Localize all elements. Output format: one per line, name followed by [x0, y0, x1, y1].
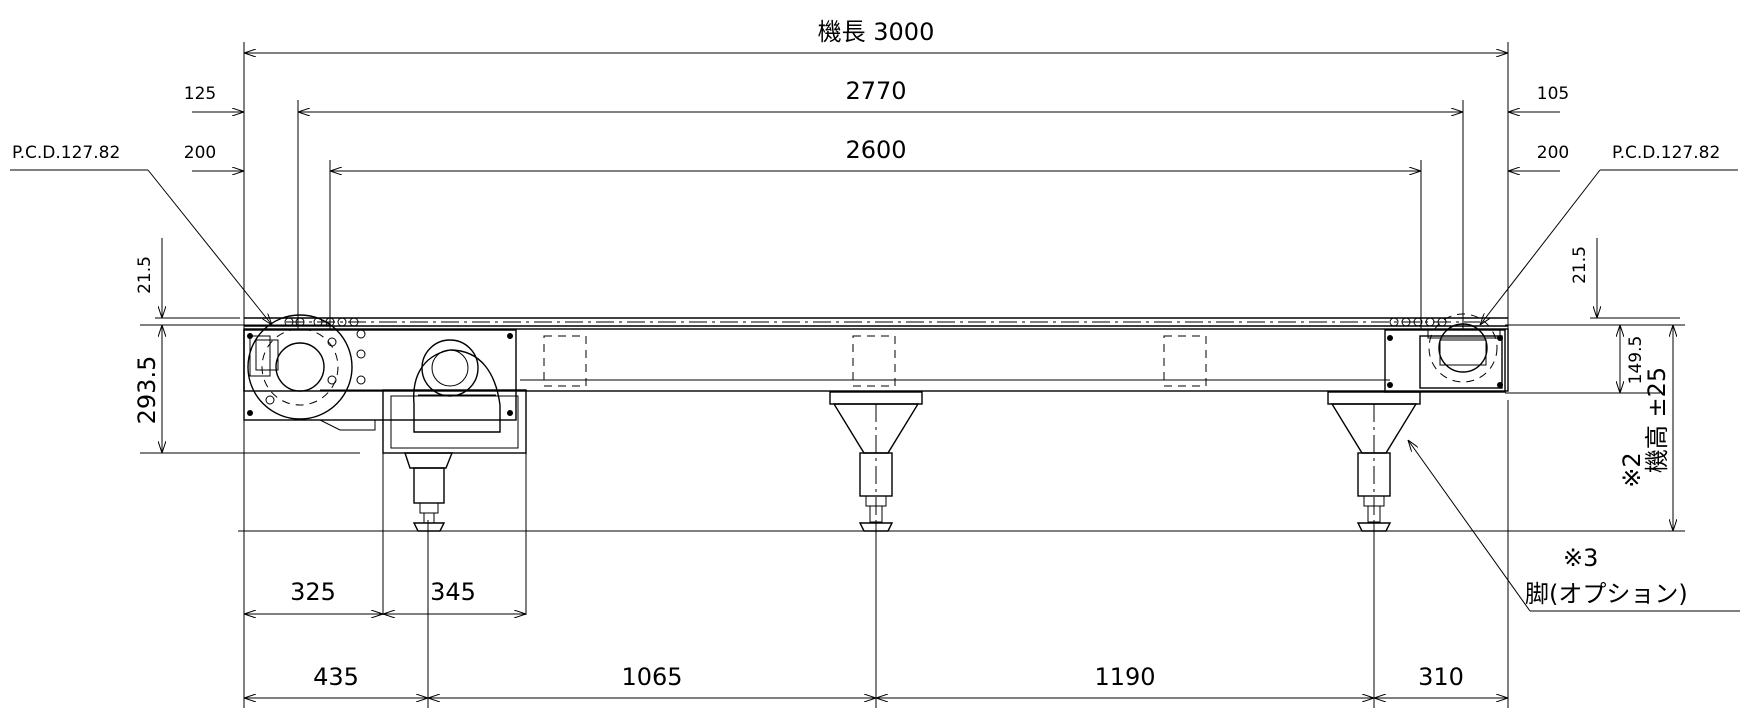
bottom-435-label: 435	[313, 663, 359, 691]
dimension-lines	[155, 53, 1680, 698]
right-21-5-label: 21.5	[1570, 246, 1590, 284]
height-293-5-label: 293.5	[133, 356, 161, 425]
right-pcd-label: P.C.D.127.82	[1612, 143, 1720, 163]
right-tail-unit	[1384, 313, 1506, 393]
right-105-label: 105	[1537, 84, 1569, 104]
bottom-1065-label: 1065	[621, 663, 682, 691]
conveyor-frame	[243, 317, 1509, 392]
machine-height-note: ※2	[1618, 452, 1646, 487]
bottom-345-label: 345	[430, 578, 476, 606]
length-2770-label: 2770	[845, 77, 906, 105]
leg-3	[1327, 391, 1421, 532]
legs-ref-label: ※3	[1563, 544, 1598, 572]
left-21-5-label: 21.5	[135, 256, 155, 294]
bottom-325-label: 325	[290, 578, 336, 606]
legs-option-label: 脚(オプション)	[1525, 580, 1688, 608]
leader-lines	[10, 169, 1740, 612]
overall-length-label: 機長 3000	[818, 18, 935, 46]
left-pcd-label: P.C.D.127.82	[12, 143, 120, 163]
left-drive-unit	[243, 314, 527, 454]
left-200-label: 200	[184, 143, 216, 163]
leg-1	[404, 452, 454, 532]
length-2600-label: 2600	[845, 136, 906, 164]
left-125-label: 125	[184, 84, 216, 104]
extension-lines	[140, 42, 1685, 708]
machine-height-label: 機高 ±25	[1643, 367, 1671, 473]
right-200-label: 200	[1537, 143, 1569, 163]
height-149-5-label: 149.5	[1626, 336, 1646, 385]
bottom-310-label: 310	[1418, 663, 1464, 691]
legs	[404, 391, 1421, 532]
leg-2	[829, 391, 923, 532]
dimension-labels: 機長 3000 2770 2600 125 200 105 200 P.C.D.…	[12, 18, 1720, 691]
bottom-1190-label: 1190	[1094, 663, 1155, 691]
